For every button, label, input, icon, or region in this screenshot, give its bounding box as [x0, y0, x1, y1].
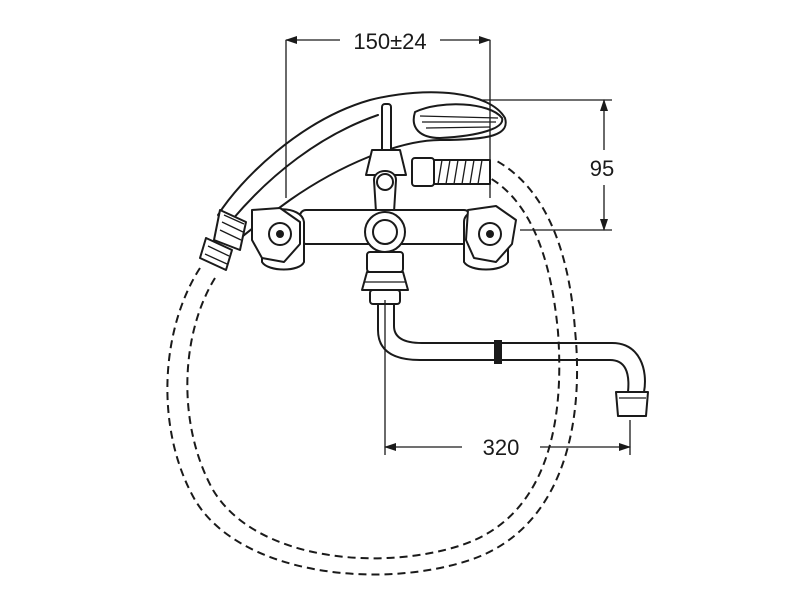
diverter — [373, 157, 491, 213]
left-tap-handle — [251, 207, 305, 271]
hand-shower — [199, 91, 507, 271]
dimension-height: 95 — [480, 99, 614, 231]
mixer-body — [299, 209, 471, 305]
dimension-width-label: 150±24 — [353, 29, 426, 54]
right-tap-handle — [463, 205, 517, 271]
dimension-spout-label: 320 — [483, 435, 520, 460]
shower-hose — [166, 159, 578, 576]
spout — [377, 303, 649, 417]
dimension-width: 150±24 — [285, 29, 491, 198]
dimension-spout: 320 — [384, 300, 631, 460]
dimension-height-label: 95 — [590, 156, 614, 181]
shower-holder — [365, 103, 407, 176]
